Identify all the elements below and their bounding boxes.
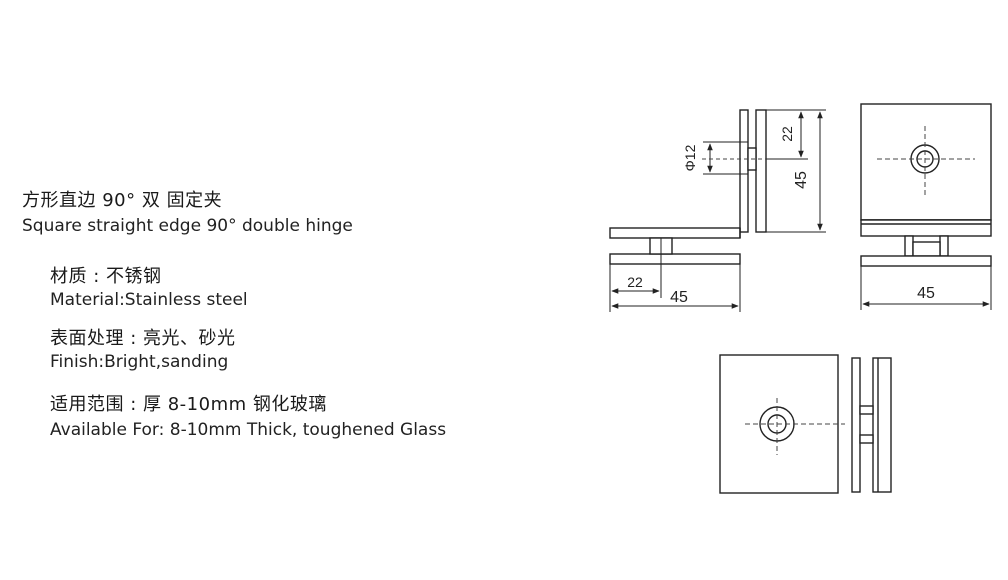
spec-panel: 方形直边 90° 双 固定夹 Square straight edge 90° … [0,0,480,580]
side-width-dimension [611,264,741,312]
side-width-label: 45 [670,289,688,306]
finish-cn: 表面处理 : 亮光、砂光 [50,328,236,349]
usage-en: Available For: 8-10mm Thick, toughened G… [50,420,447,440]
front-view-centerlines [877,126,975,195]
vertical-offset-label: 22 [779,126,795,142]
title-en: Square straight edge 90° double hinge [22,216,353,236]
usage-cn: 适用范围 : 厚 8-10mm 钢化玻璃 [50,394,327,415]
title-cn: 方形直边 90° 双 固定夹 [22,190,223,211]
finish-en: Finish:Bright,sanding [50,352,229,372]
height-dimension [766,109,826,233]
horizontal-offset-dimension [609,238,662,312]
height-label: 45 [793,171,810,189]
hole-diameter-label: Φ12 [682,144,698,171]
horizontal-offset-label: 22 [627,274,643,290]
front-width-label: 45 [917,285,935,302]
material-cn: 材质 : 不锈钢 [50,266,162,287]
side-view [609,109,767,265]
vertical-offset-dimension [766,109,808,160]
front-view [860,103,992,267]
material-en: Material:Stainless steel [50,290,248,310]
plate-view-centerlines [745,398,845,455]
front-width-dimension [860,266,992,310]
edge-view [851,357,892,493]
technical-drawing: Φ12 22 45 22 45 [609,103,992,494]
